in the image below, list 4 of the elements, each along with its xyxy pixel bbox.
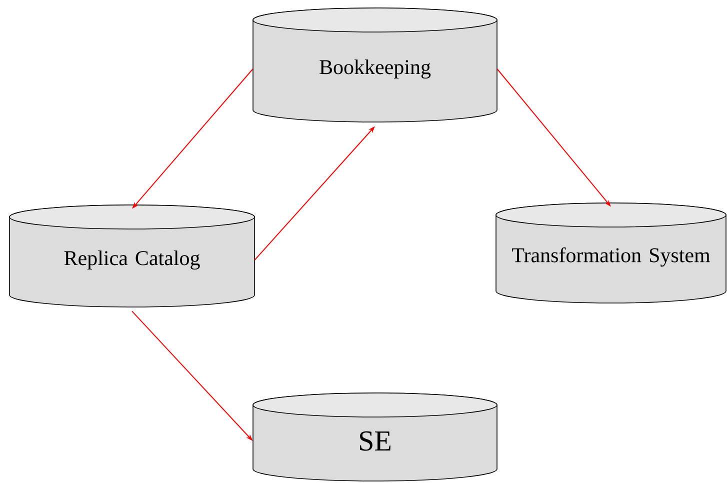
database-cylinder: Bookkeeping — [252, 8, 498, 122]
database-cylinder: Replica Catalog — [9, 204, 255, 308]
database-cylinder: Transformation System — [496, 202, 726, 304]
database-cylinder: SE — [252, 392, 498, 482]
